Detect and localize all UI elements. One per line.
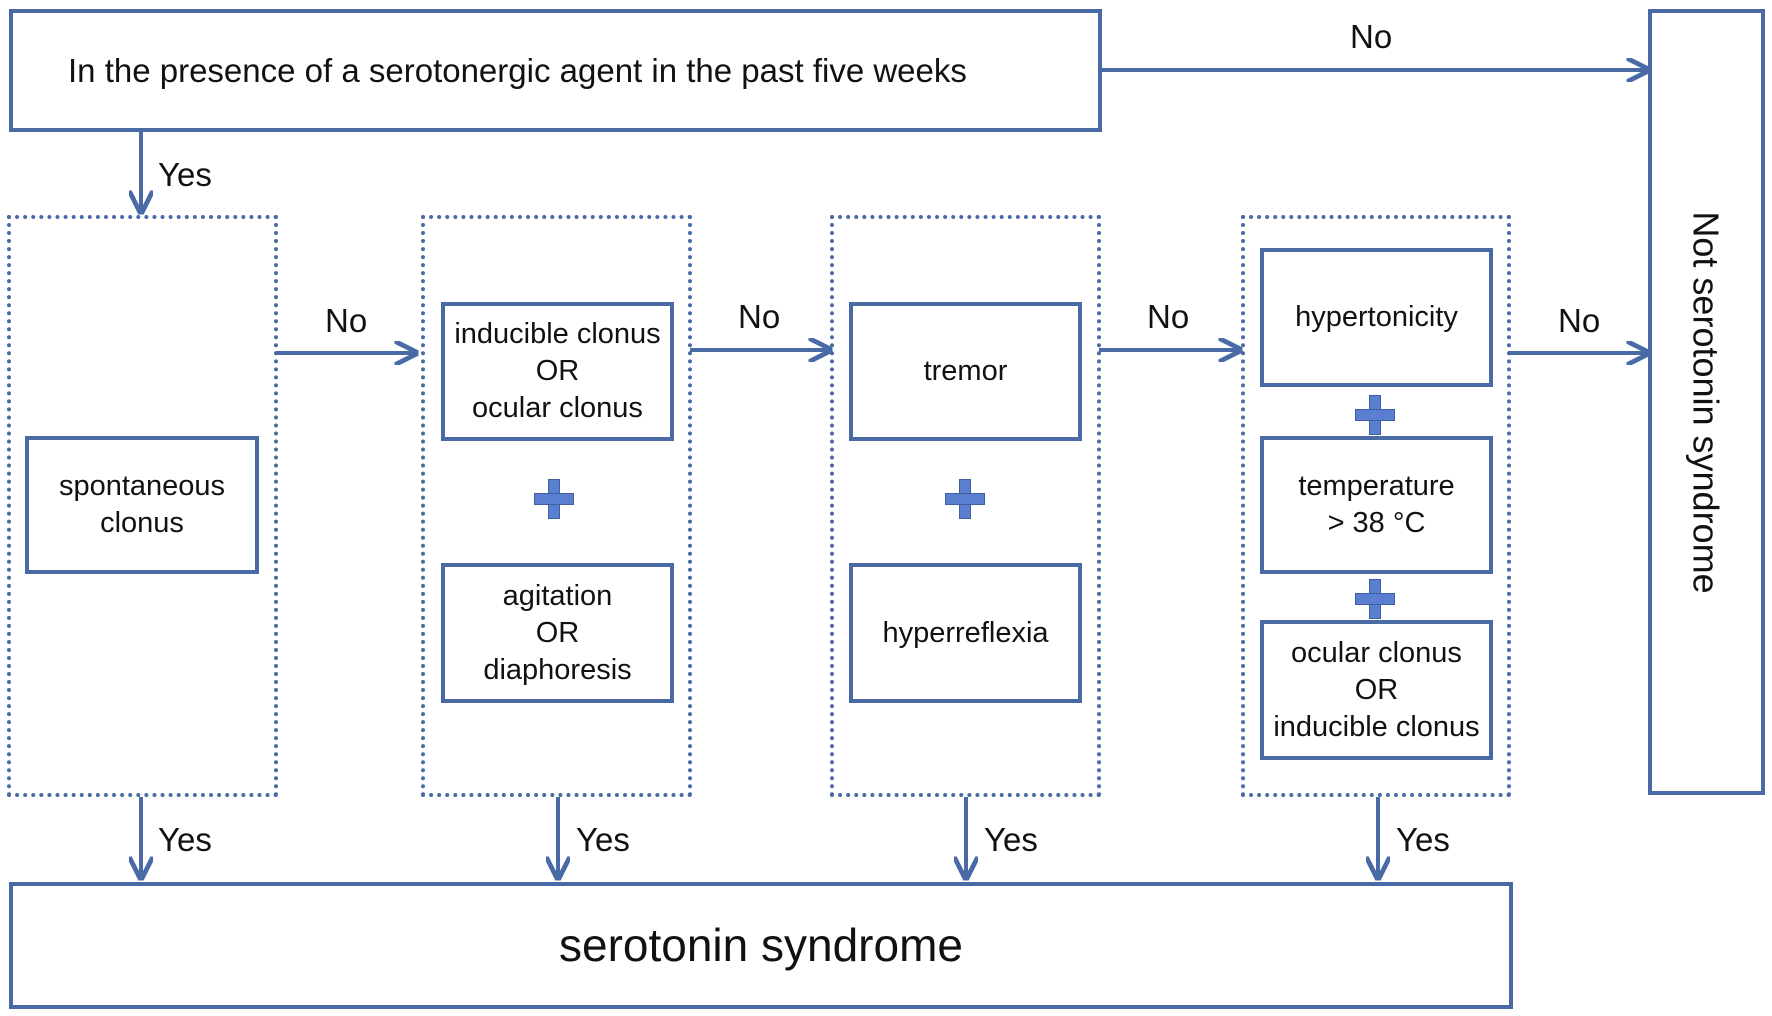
start-condition-box: In the presence of a serotonergic agent … — [9, 9, 1102, 132]
no-label: No — [1147, 298, 1190, 335]
serotonin-syndrome-box: serotonin syndrome — [9, 882, 1513, 1009]
yes-label: Yes — [984, 821, 1038, 858]
yes-label: Yes — [158, 821, 212, 858]
no-label: No — [325, 302, 368, 339]
temperature-box: temperature > 38 °C — [1260, 436, 1493, 574]
spontaneous-clonus-box: spontaneous clonus — [25, 436, 259, 574]
plus-icon — [1355, 395, 1395, 435]
spontaneous-clonus-text: spontaneous clonus — [58, 470, 226, 539]
tremor-box: tremor — [849, 302, 1082, 441]
plus-icon — [1355, 579, 1395, 619]
criteria-group-3 — [830, 215, 1101, 797]
inducible-ocular-clonus-box: inducible clonus OR ocular clonus — [441, 302, 674, 441]
hyperreflexia-box: hyperreflexia — [849, 563, 1082, 703]
agitation-diaphoresis-box: agitation OR diaphoresis — [441, 563, 674, 703]
plus-icon — [534, 479, 574, 519]
ocular-inducible-clonus-box: ocular clonus OR inducible clonus — [1260, 620, 1493, 760]
start-condition-text: In the presence of a serotonergic agent … — [68, 52, 967, 89]
hypertonicity-box: hypertonicity — [1260, 248, 1493, 387]
not-serotonin-syndrome-text: Not serotonin syndrome — [1686, 210, 1727, 594]
agitation-diaphoresis-text: agitation OR diaphoresis — [483, 579, 632, 686]
temperature-text: temperature > 38 °C — [1298, 470, 1455, 539]
not-serotonin-syndrome-box: Not serotonin syndrome — [1648, 9, 1765, 795]
criteria-group-4 — [1241, 215, 1511, 797]
hypertonicity-text: hypertonicity — [1295, 301, 1458, 333]
ocular-inducible-clonus-text: ocular clonus OR inducible clonus — [1273, 636, 1480, 743]
no-label: No — [1350, 18, 1393, 55]
plus-icon — [945, 479, 985, 519]
criteria-group-2 — [421, 215, 692, 797]
inducible-ocular-clonus-text: inducible clonus OR ocular clonus — [454, 318, 661, 424]
serotonin-syndrome-text: serotonin syndrome — [559, 919, 963, 971]
hyperreflexia-text: hyperreflexia — [882, 616, 1049, 649]
yes-label: Yes — [158, 156, 212, 193]
criteria-group-1 — [7, 215, 278, 797]
no-label: No — [1558, 302, 1601, 339]
tremor-text: tremor — [923, 355, 1008, 387]
yes-label: Yes — [576, 821, 630, 858]
yes-label: Yes — [1396, 821, 1450, 858]
no-label: No — [738, 298, 781, 335]
